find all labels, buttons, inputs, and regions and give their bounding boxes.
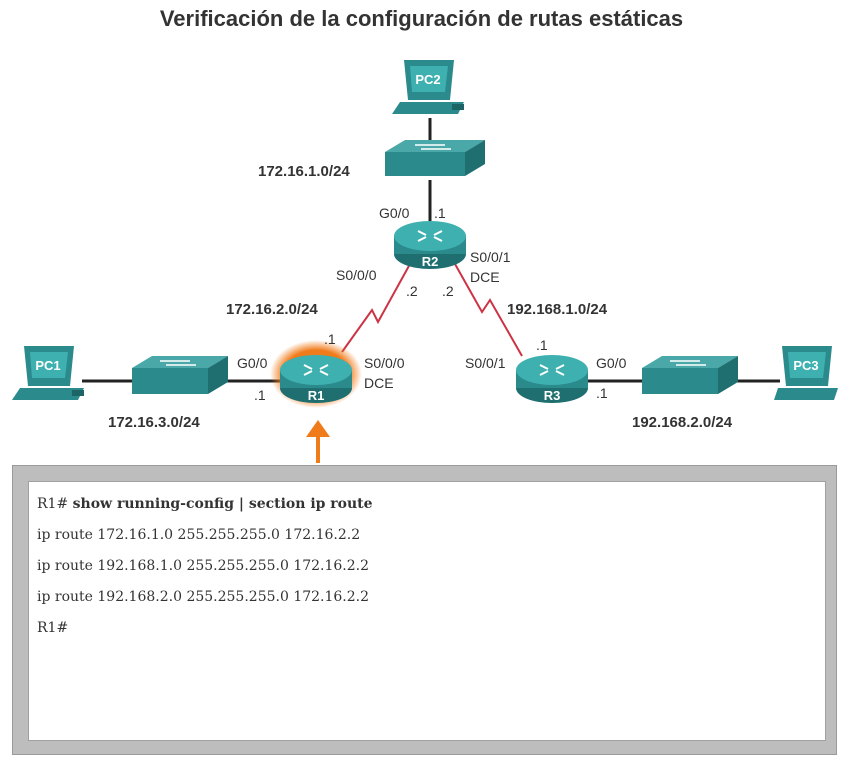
router-r2-icon[interactable]: R2 — [394, 221, 466, 269]
page-title: Verificación de la configuración de ruta… — [159, 6, 684, 31]
r2-label: R2 — [422, 254, 439, 269]
pc3-icon[interactable]: PC3 — [774, 346, 838, 400]
r1-label: R1 — [308, 388, 325, 403]
pc1-icon[interactable]: PC1 — [12, 346, 84, 400]
cli-command: show running-config | section ip route — [72, 496, 373, 512]
if-r2-s000-ip: .2 — [406, 283, 418, 299]
net-label-wan-r2-r3: 192.168.1.0/24 — [507, 301, 608, 318]
if-r2-s001: S0/0/1 — [470, 249, 511, 265]
if-r1-s000: S0/0/0 — [364, 355, 405, 371]
link-serial-r1-r2 — [341, 263, 411, 353]
net-label-wan-r1-r2: 172.16.2.0/24 — [226, 301, 318, 318]
if-r3-s001-ip: .1 — [536, 337, 548, 353]
cli-output-line: ip route 192.168.1.0 255.255.255.0 172.1… — [37, 558, 370, 574]
router-r1-icon[interactable]: R1 — [270, 340, 362, 408]
arrow-head — [306, 420, 330, 437]
cli-console: R1# show running-config | section ip rou… — [12, 465, 837, 755]
if-r2-g0: G0/0 — [379, 205, 410, 221]
net-label-lan-r1: 172.16.3.0/24 — [108, 414, 200, 431]
net-label-lan-r3: 192.168.2.0/24 — [632, 414, 733, 431]
switch-right-icon[interactable] — [642, 356, 738, 394]
if-r3-g0-ip: .1 — [596, 385, 608, 401]
topology-diagram: PC2 R2 R1 R3 PC1 — [12, 60, 838, 463]
if-r1-g0: G0/0 — [237, 355, 268, 371]
if-r2-s001-ip: .2 — [442, 283, 454, 299]
if-r2-g0-ip: .1 — [434, 205, 446, 221]
switch-left-icon[interactable] — [132, 356, 228, 394]
cli-end-prompt: R1# — [37, 620, 69, 636]
if-r2-s000: S0/0/0 — [336, 267, 377, 283]
r3-label: R3 — [544, 388, 561, 403]
cli-prompt: R1# — [37, 496, 69, 512]
if-r3-g0: G0/0 — [596, 355, 627, 371]
net-label-lan-r2: 172.16.1.0/24 — [258, 163, 350, 180]
pc2-label: PC2 — [415, 72, 440, 87]
pc3-label: PC3 — [793, 358, 818, 373]
link-serial-r2-r3 — [454, 263, 523, 357]
if-r1-s000-ip: .1 — [324, 331, 336, 347]
pc1-label: PC1 — [35, 358, 60, 373]
cli-output[interactable]: R1# show running-config | section ip rou… — [28, 481, 826, 741]
router-r3-icon[interactable]: R3 — [516, 355, 588, 403]
cli-command-line: R1# show running-config | section ip rou… — [37, 494, 817, 525]
if-r3-s001: S0/0/1 — [465, 355, 506, 371]
pc2-icon[interactable]: PC2 — [392, 60, 464, 114]
switch-top-icon[interactable] — [385, 140, 485, 176]
if-r2-s001-dce: DCE — [470, 269, 500, 285]
if-r1-s000-dce: DCE — [364, 375, 394, 391]
if-r1-g0-ip: .1 — [254, 387, 266, 403]
cli-output-line: ip route 172.16.1.0 255.255.255.0 172.16… — [37, 527, 361, 543]
cli-output-line: ip route 192.168.2.0 255.255.255.0 172.1… — [37, 589, 370, 605]
